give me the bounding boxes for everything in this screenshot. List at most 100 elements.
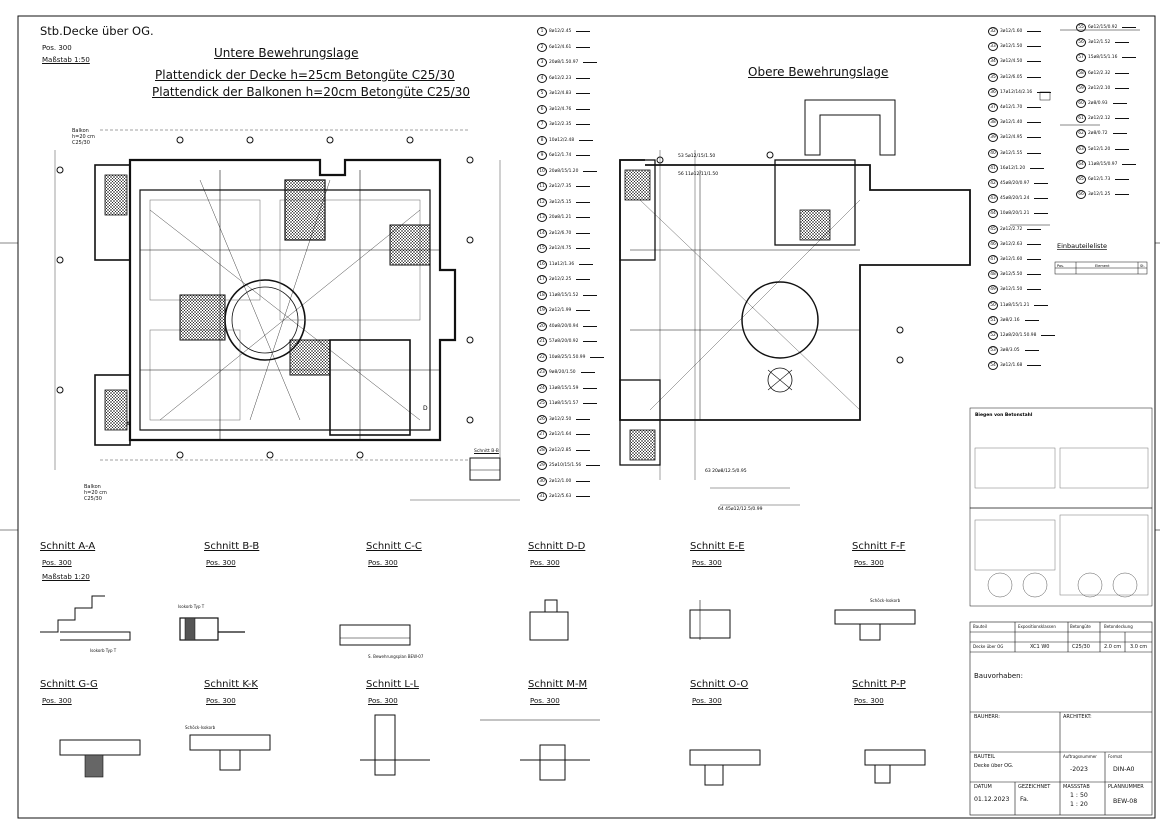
legend-position-number: 59 bbox=[1076, 83, 1086, 93]
legend-bar-spec: 3ø12/1.40 bbox=[1000, 120, 1023, 126]
legend-bar-spec: 2ø12/2.10 bbox=[1088, 85, 1111, 91]
bar-shape-icon bbox=[576, 418, 591, 420]
legend-bar-spec: 3ø12/4.76 bbox=[549, 106, 572, 112]
bar-shape-icon bbox=[1024, 319, 1039, 321]
tb-bauteil-value: Decke über OG. bbox=[974, 763, 1014, 769]
legend-bar-spec: 3ø12/2.35 bbox=[549, 122, 572, 128]
bar-shape-icon bbox=[1112, 103, 1127, 105]
legend-position-number: 45 bbox=[988, 224, 998, 234]
upper-layer-heading: Obere Bewehrungslage bbox=[748, 65, 889, 79]
section-title: Schnitt F-F bbox=[852, 541, 906, 552]
bar-shape-icon bbox=[1041, 335, 1056, 337]
slab-thickness-note: Plattendick der Decke h=25cm Betongüte C… bbox=[155, 68, 455, 82]
bar-shape-icon bbox=[583, 170, 598, 172]
sheet-title: Stb.Decke über OG. bbox=[40, 24, 154, 38]
bar-shape-icon bbox=[576, 279, 591, 281]
bar-shape-icon bbox=[580, 372, 595, 374]
section-title: Schnitt B-B bbox=[204, 541, 260, 552]
tb-bauteil-label: BAUTEIL bbox=[974, 754, 995, 760]
tb-value-exposition: XC1 W0 bbox=[1030, 644, 1050, 650]
tb-plannummer-value: BEW-08 bbox=[1113, 798, 1138, 805]
legend-position-number: 23 bbox=[537, 368, 547, 378]
legend-bar-spec: 2ø8/0.93 bbox=[1088, 101, 1108, 107]
legend-bar-spec: 3ø12/2.50 bbox=[549, 416, 572, 422]
tb-header-betonguete: Betongüte bbox=[1070, 624, 1091, 629]
tb-value-bauteil: Decke über OG bbox=[973, 644, 1004, 649]
bar-shape-icon bbox=[1122, 57, 1137, 59]
legend-bar-spec: 2ø12/2.85 bbox=[549, 447, 572, 453]
legend-position-number: 25 bbox=[537, 399, 547, 409]
legend-position-number: 15 bbox=[537, 244, 547, 254]
bar-shape-icon bbox=[583, 387, 598, 389]
section-pos: Pos. 300 bbox=[692, 697, 722, 705]
bar-shape-icon bbox=[1027, 259, 1042, 261]
legend-bar-spec: 3ø12/5.50 bbox=[1000, 272, 1023, 278]
bar-shape-icon bbox=[1115, 42, 1130, 44]
legend-bar-spec: 15ø8/15/1.16 bbox=[1088, 55, 1118, 61]
einbauteile-h3: St. bbox=[1140, 264, 1145, 268]
legend-position-number: 58 bbox=[1076, 68, 1086, 78]
legend-position-number: 48 bbox=[988, 270, 998, 280]
section-pos: Pos. 300 bbox=[368, 559, 398, 567]
legend-bar-spec: 57ø8/20/0.92 bbox=[549, 339, 579, 345]
tb-auftrag-label: Auftragsnummer bbox=[1063, 754, 1097, 759]
sheet-pos: Pos. 300 bbox=[42, 44, 72, 52]
bar-shape-icon bbox=[576, 480, 591, 482]
tb-value-cover-1: 2.0 cm bbox=[1104, 644, 1122, 650]
bar-shape-icon bbox=[576, 186, 591, 188]
legend-position-number: 10 bbox=[537, 166, 547, 176]
upper-reinforcement-plan bbox=[619, 99, 971, 506]
legend-bar-spec: 20ø8/1.21 bbox=[549, 215, 572, 221]
upper-plan-label-63: 63 20ø8/12.5/0.95 bbox=[705, 468, 747, 474]
legend-bar-spec: 3ø12/1.52 bbox=[1088, 40, 1111, 46]
bending-notes-panel bbox=[969, 407, 1153, 607]
legend-bar-spec: 2ø12/6.70 bbox=[549, 230, 572, 236]
legend-bar-spec: 2ø12/2.25 bbox=[549, 277, 572, 283]
legend-bar-spec: 6ø12/15/0.92 bbox=[1088, 25, 1118, 31]
legend-position-number: 13 bbox=[537, 213, 547, 223]
tb-gezeichnet-value: Fa. bbox=[1020, 796, 1029, 803]
bar-shape-icon bbox=[1027, 289, 1042, 291]
einbauteile-table bbox=[1054, 261, 1148, 275]
legend-position-number: 5 bbox=[537, 89, 547, 99]
legend-bar-spec: 3ø8/3.05 bbox=[1000, 348, 1020, 354]
bar-shape-icon bbox=[576, 201, 591, 203]
legend-position-number: 26 bbox=[537, 414, 547, 424]
section-pos: Pos. 300 bbox=[854, 559, 884, 567]
legend-position-number: 49 bbox=[988, 285, 998, 295]
legend-bar-spec: 8ø12/2.45 bbox=[549, 29, 572, 35]
legend-position-number: 30 bbox=[537, 476, 547, 486]
legend-position-number: 40 bbox=[988, 148, 998, 158]
bar-shape-icon bbox=[576, 310, 591, 312]
legend-position-number: 39 bbox=[988, 133, 998, 143]
tb-header-exposition: Expositionsklassen bbox=[1018, 624, 1056, 629]
bar-shape-icon bbox=[1034, 183, 1049, 185]
legend-position-number: 56 bbox=[1076, 38, 1086, 48]
bar-shape-icon bbox=[1034, 213, 1049, 215]
bar-shape-icon bbox=[583, 403, 598, 405]
legend-position-number: 46 bbox=[988, 239, 998, 249]
legend-position-number: 51 bbox=[988, 315, 998, 325]
legend-bar-spec: 4ø12/1.70 bbox=[1000, 105, 1023, 111]
legend-bar-spec: 3ø12/4.83 bbox=[549, 91, 572, 97]
